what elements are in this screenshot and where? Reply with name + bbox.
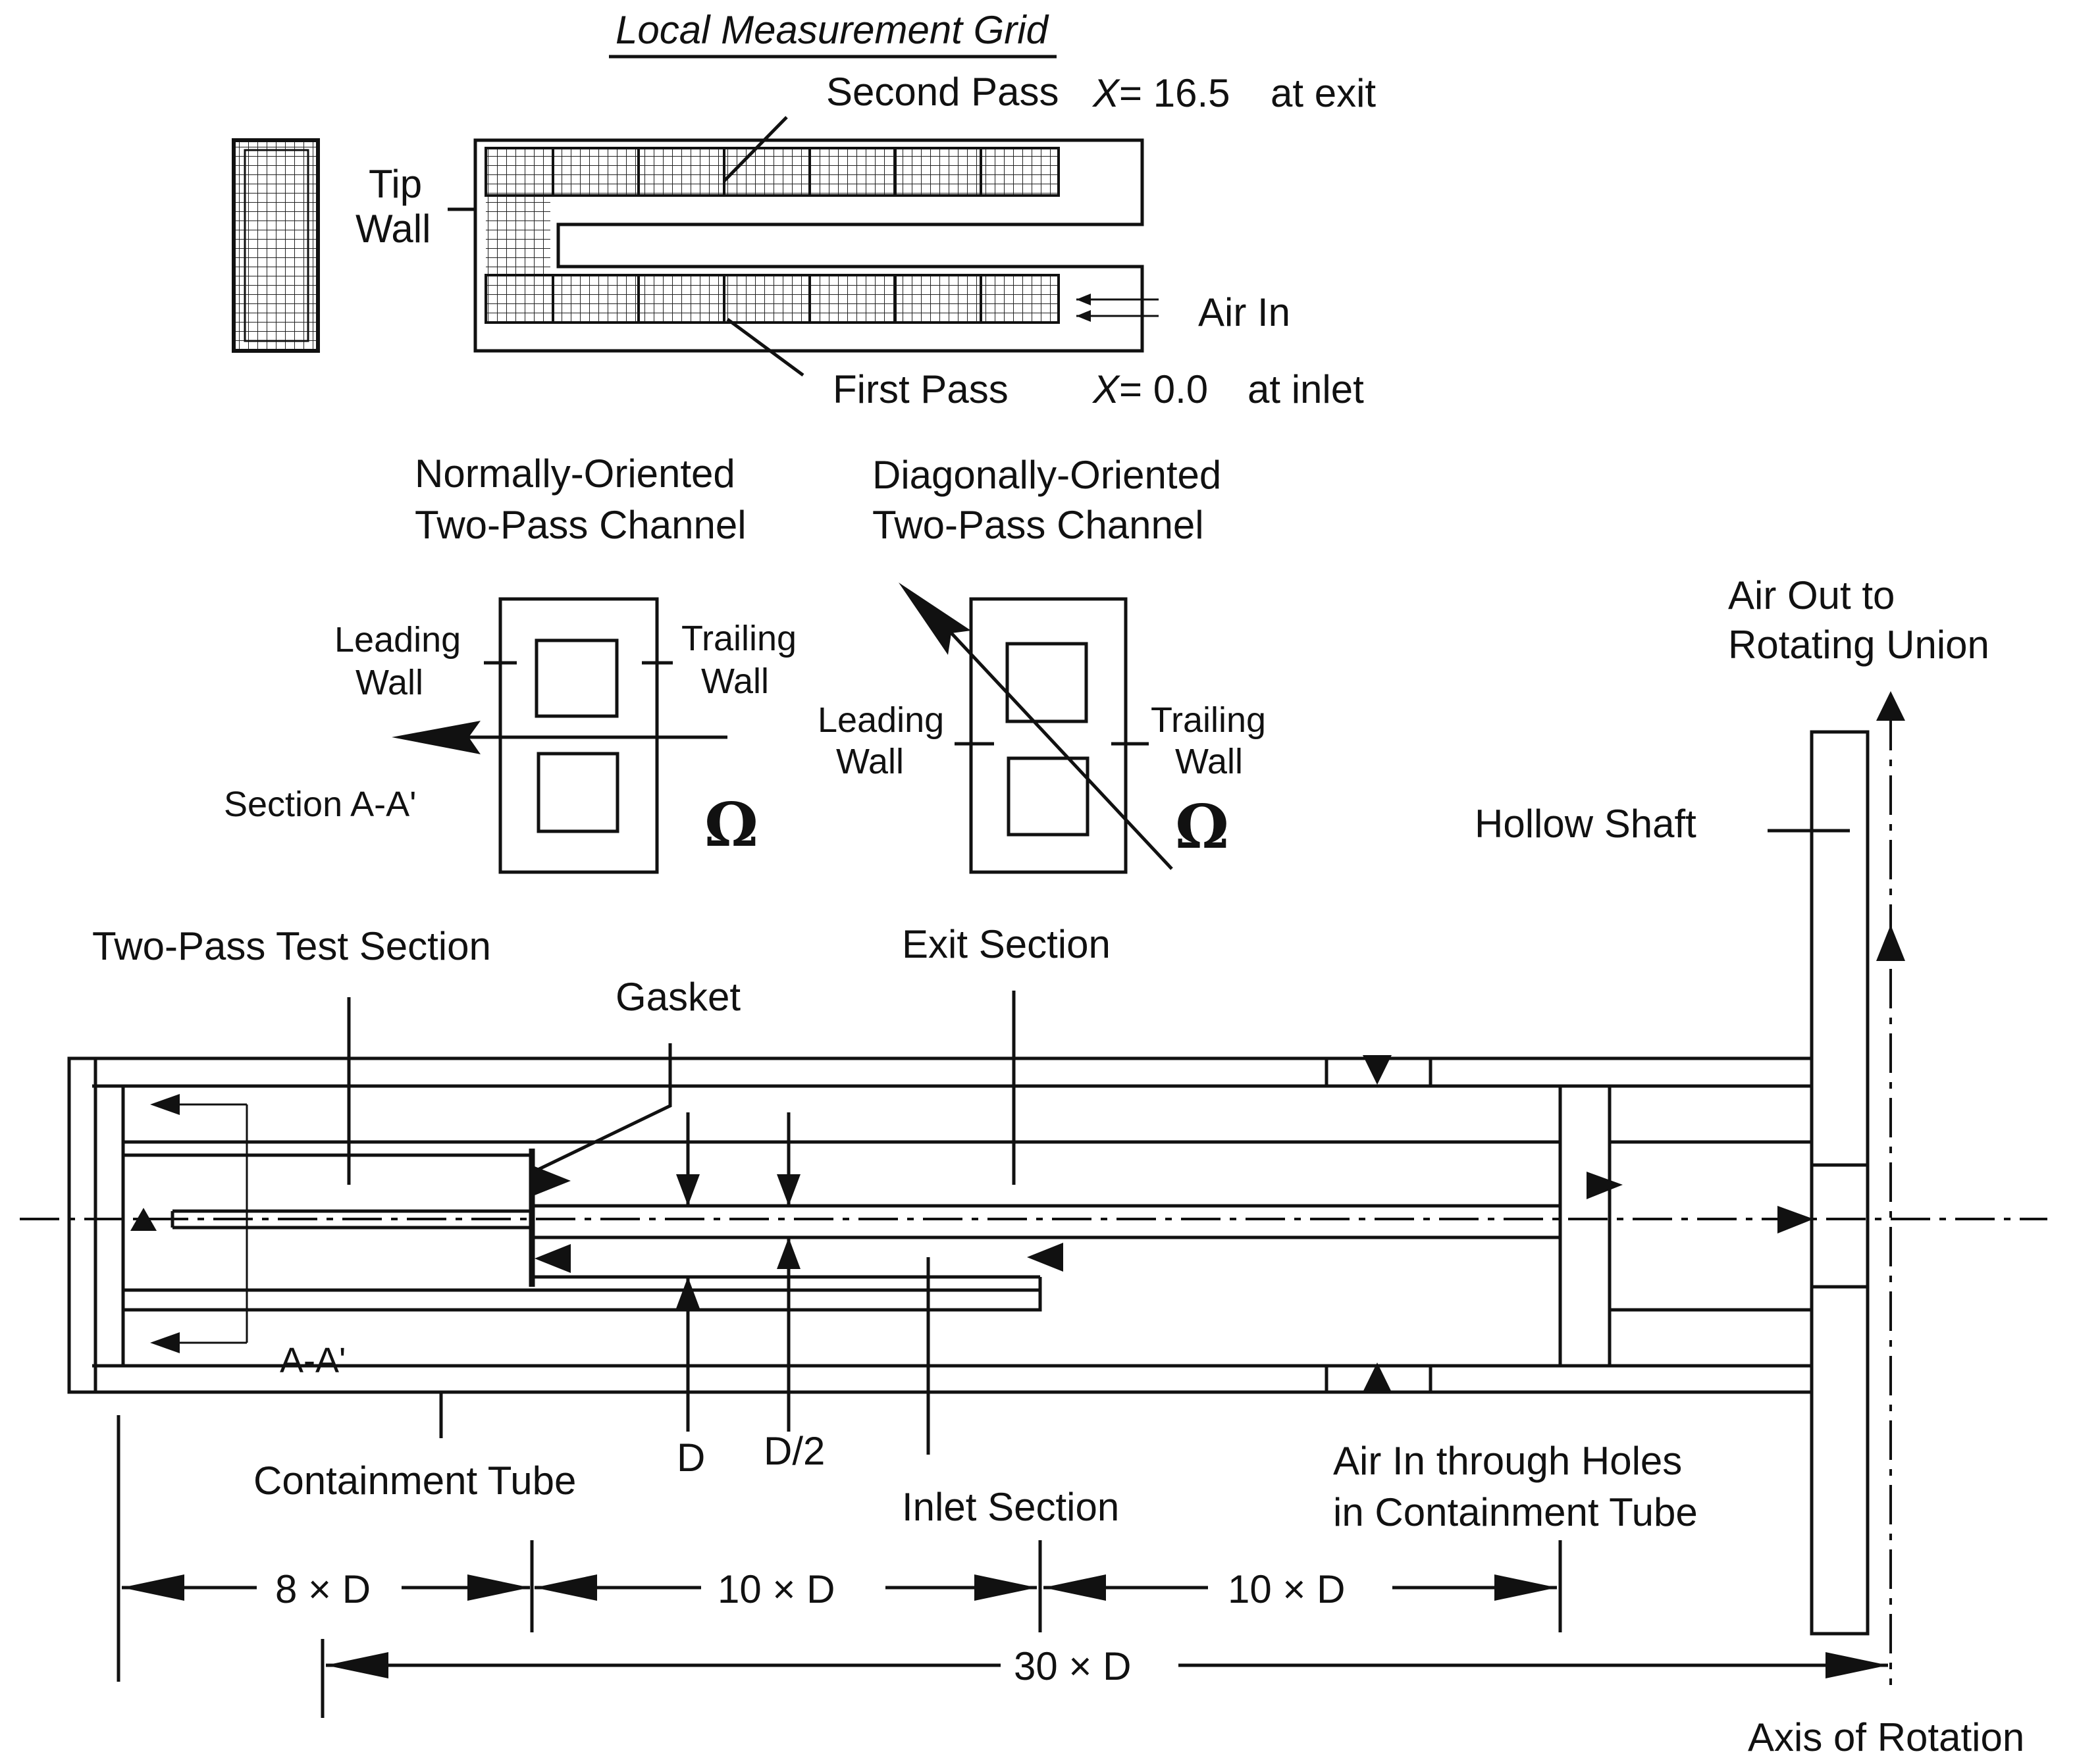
tip-wall-label-2: Wall — [355, 207, 431, 251]
x-exit-var: X — [1091, 71, 1120, 115]
measurement-grid-figure: Local Measurement Grid Tip Wall Second P… — [232, 8, 1376, 411]
normal-rotation-arrowhead — [392, 721, 481, 754]
air-in-top-arrowhead — [1363, 1055, 1392, 1085]
dim-10d-a-arrowheads — [535, 1574, 1037, 1601]
tip-flow-path — [157, 1103, 248, 1344]
diagonal-rotation-arrow — [933, 614, 1173, 870]
tip-flow-arrowheads — [150, 1094, 180, 1353]
exit-plenum — [1610, 1140, 1812, 1312]
normal-channel-title-2: Two-Pass Channel — [415, 503, 747, 547]
shaft-flow-arrowhead — [1876, 925, 1905, 961]
d-label: D — [677, 1436, 705, 1480]
diagonal-trailing-label-2: Wall — [1175, 742, 1243, 781]
grid-regions — [485, 147, 1060, 324]
first-pass-leader — [726, 317, 804, 377]
turn-grid — [486, 148, 550, 323]
first-pass-bottom — [123, 1277, 1042, 1312]
d-half-dim-arrowheads — [777, 1174, 801, 1269]
plenum-flange — [1558, 1084, 1612, 1368]
diagonal-channel-figure: Diagonally-Oriented Two-Pass Channel Lea… — [818, 453, 1266, 874]
exit-section-label: Exit Section — [902, 922, 1111, 966]
normal-channel-title-1: Normally-Oriented — [415, 452, 735, 496]
tip-end-cap — [67, 1056, 97, 1394]
tip-wall-grid — [232, 138, 320, 353]
x-inlet-value: = 0.0 — [1119, 367, 1208, 411]
normal-channel-pass-lower — [537, 752, 619, 833]
air-in-bottom-arrowhead — [1363, 1362, 1392, 1392]
tip-turn-arrowhead — [130, 1208, 157, 1231]
normal-trailing-label-2: Wall — [701, 662, 769, 701]
diagonal-rotation-arrowhead — [899, 583, 971, 655]
second-pass-label: Second Pass — [826, 70, 1059, 114]
first-pass-grid — [486, 275, 1059, 323]
dim-30d-label: 30 × D — [1014, 1644, 1131, 1688]
air-in-label: Air In — [1198, 290, 1290, 334]
normal-channel-figure: Normally-Oriented Two-Pass Channel Leadi… — [224, 452, 797, 874]
diagonal-leading-label-2: Wall — [836, 742, 904, 781]
normal-omega-symbol: Ω — [704, 789, 758, 860]
inlet-entry-arrowhead — [1027, 1243, 1063, 1272]
diagonal-channel-pass-upper — [1005, 642, 1088, 723]
dim-8d-label: 8 × D — [275, 1567, 371, 1611]
diagonal-channel-pass-lower — [1007, 756, 1090, 837]
normal-trailing-label-1: Trailing — [681, 619, 797, 658]
x-exit-value: = 16.5 — [1119, 71, 1230, 115]
diagonal-trailing-label-1: Trailing — [1151, 700, 1266, 740]
dimension-lines — [117, 1415, 1888, 1718]
diagonal-channel-title-2: Two-Pass Channel — [872, 503, 1204, 547]
x-exit-note: at exit — [1271, 71, 1376, 115]
dim-10d-b-arrowheads — [1043, 1574, 1557, 1601]
diagonal-omega-symbol: Ω — [1175, 791, 1229, 862]
normal-leading-label-1: Leading — [334, 620, 461, 660]
normal-channel-pass-upper — [535, 638, 619, 718]
dim-10d-a-label: 10 × D — [718, 1567, 835, 1611]
two-pass-test-section-label: Two-Pass Test Section — [92, 924, 491, 968]
diagonal-channel-outer — [969, 597, 1128, 874]
gasket-label: Gasket — [616, 975, 741, 1019]
air-in-holes-label-2: in Containment Tube — [1333, 1490, 1698, 1534]
inlet-flow-arrowhead — [535, 1244, 571, 1273]
air-in-holes-label-1: Air In through Holes — [1333, 1439, 1682, 1483]
diagonal-leading-label-1: Leading — [818, 700, 944, 740]
hollow-shaft-label: Hollow Shaft — [1475, 802, 1696, 846]
tip-wall-block — [93, 1084, 125, 1368]
diagonal-channel-title-1: Diagonally-Oriented — [872, 453, 1221, 497]
shaft-entry-arrowhead — [1777, 1206, 1814, 1233]
first-pass-label: First Pass — [833, 367, 1009, 411]
x-inlet-note: at inlet — [1248, 367, 1364, 411]
air-in-arrows — [1076, 294, 1159, 322]
tip-wall-label-1: Tip — [369, 162, 422, 206]
exit-flow-arrowhead — [535, 1166, 571, 1195]
section-aa-label: Section A-A' — [224, 785, 416, 824]
gasket-leader — [535, 1043, 672, 1172]
normal-leading-label-2: Wall — [355, 663, 423, 702]
dim-10d-b-label: 10 × D — [1228, 1567, 1345, 1611]
shaft-coupling — [1810, 1163, 1870, 1289]
d-half-label: D/2 — [764, 1429, 825, 1473]
grid-title: Local Measurement Grid — [616, 8, 1049, 52]
test-section-assembly — [20, 991, 2047, 1455]
second-pass-leader — [723, 116, 788, 182]
inlet-section-label: Inlet Section — [902, 1485, 1119, 1529]
air-out-label-2: Rotating Union — [1728, 623, 1989, 667]
air-out-label-1: Air Out to — [1728, 573, 1895, 617]
plenum-arrowhead — [1587, 1172, 1623, 1199]
second-pass-grid — [486, 148, 1059, 195]
containment-tube-label: Containment Tube — [253, 1459, 576, 1503]
u-channel-outline — [473, 138, 1144, 353]
section-aa-mark: A-A' — [280, 1341, 346, 1380]
hollow-shaft — [1810, 691, 1905, 1685]
x-inlet-var: X — [1091, 367, 1120, 411]
axis-of-rotation-label: Axis of Rotation — [1748, 1715, 2024, 1759]
inlet-channel-walls — [123, 1275, 1040, 1292]
air-out-arrowhead — [1876, 691, 1905, 721]
d-dim-arrowheads — [676, 1174, 700, 1309]
